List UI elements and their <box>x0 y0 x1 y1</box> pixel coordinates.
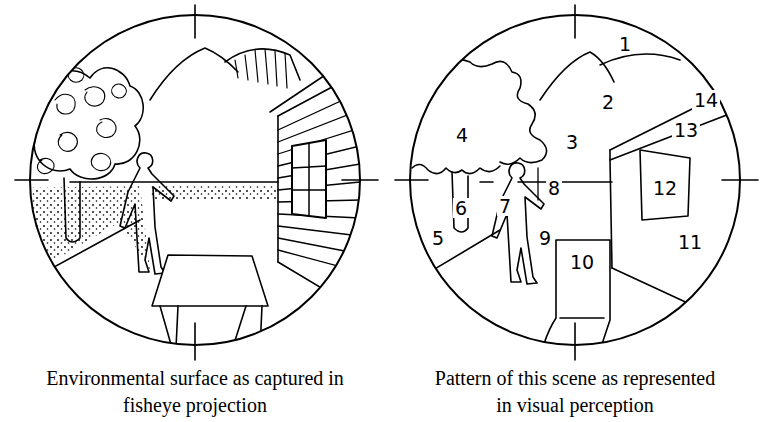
callout-number: 9 <box>537 228 553 248</box>
callout-number: 10 <box>568 252 596 272</box>
callout-number: 13 <box>672 120 700 140</box>
callout-number: 2 <box>600 92 616 112</box>
callout-number: 4 <box>454 125 470 145</box>
left-scene <box>20 48 360 350</box>
fisheye-circle <box>30 15 360 345</box>
callout-number: 12 <box>651 178 679 198</box>
caption: Pattern of this scene as represented in … <box>425 365 725 419</box>
right-scene <box>408 52 745 350</box>
crosshair-ticks <box>395 5 758 360</box>
callout-number: 14 <box>692 90 720 110</box>
caption: Environmental surface as captured in fis… <box>45 365 345 419</box>
callout-number: 1 <box>617 34 633 54</box>
fisheye-circle <box>410 15 740 345</box>
callout-number: 11 <box>676 232 704 252</box>
callout-number: 7 <box>497 196 513 216</box>
callout-number: 8 <box>546 178 562 198</box>
callout-number: 6 <box>453 198 469 218</box>
callout-number: 5 <box>430 228 446 248</box>
crosshair-ticks <box>15 5 378 360</box>
callout-number: 3 <box>564 132 580 152</box>
